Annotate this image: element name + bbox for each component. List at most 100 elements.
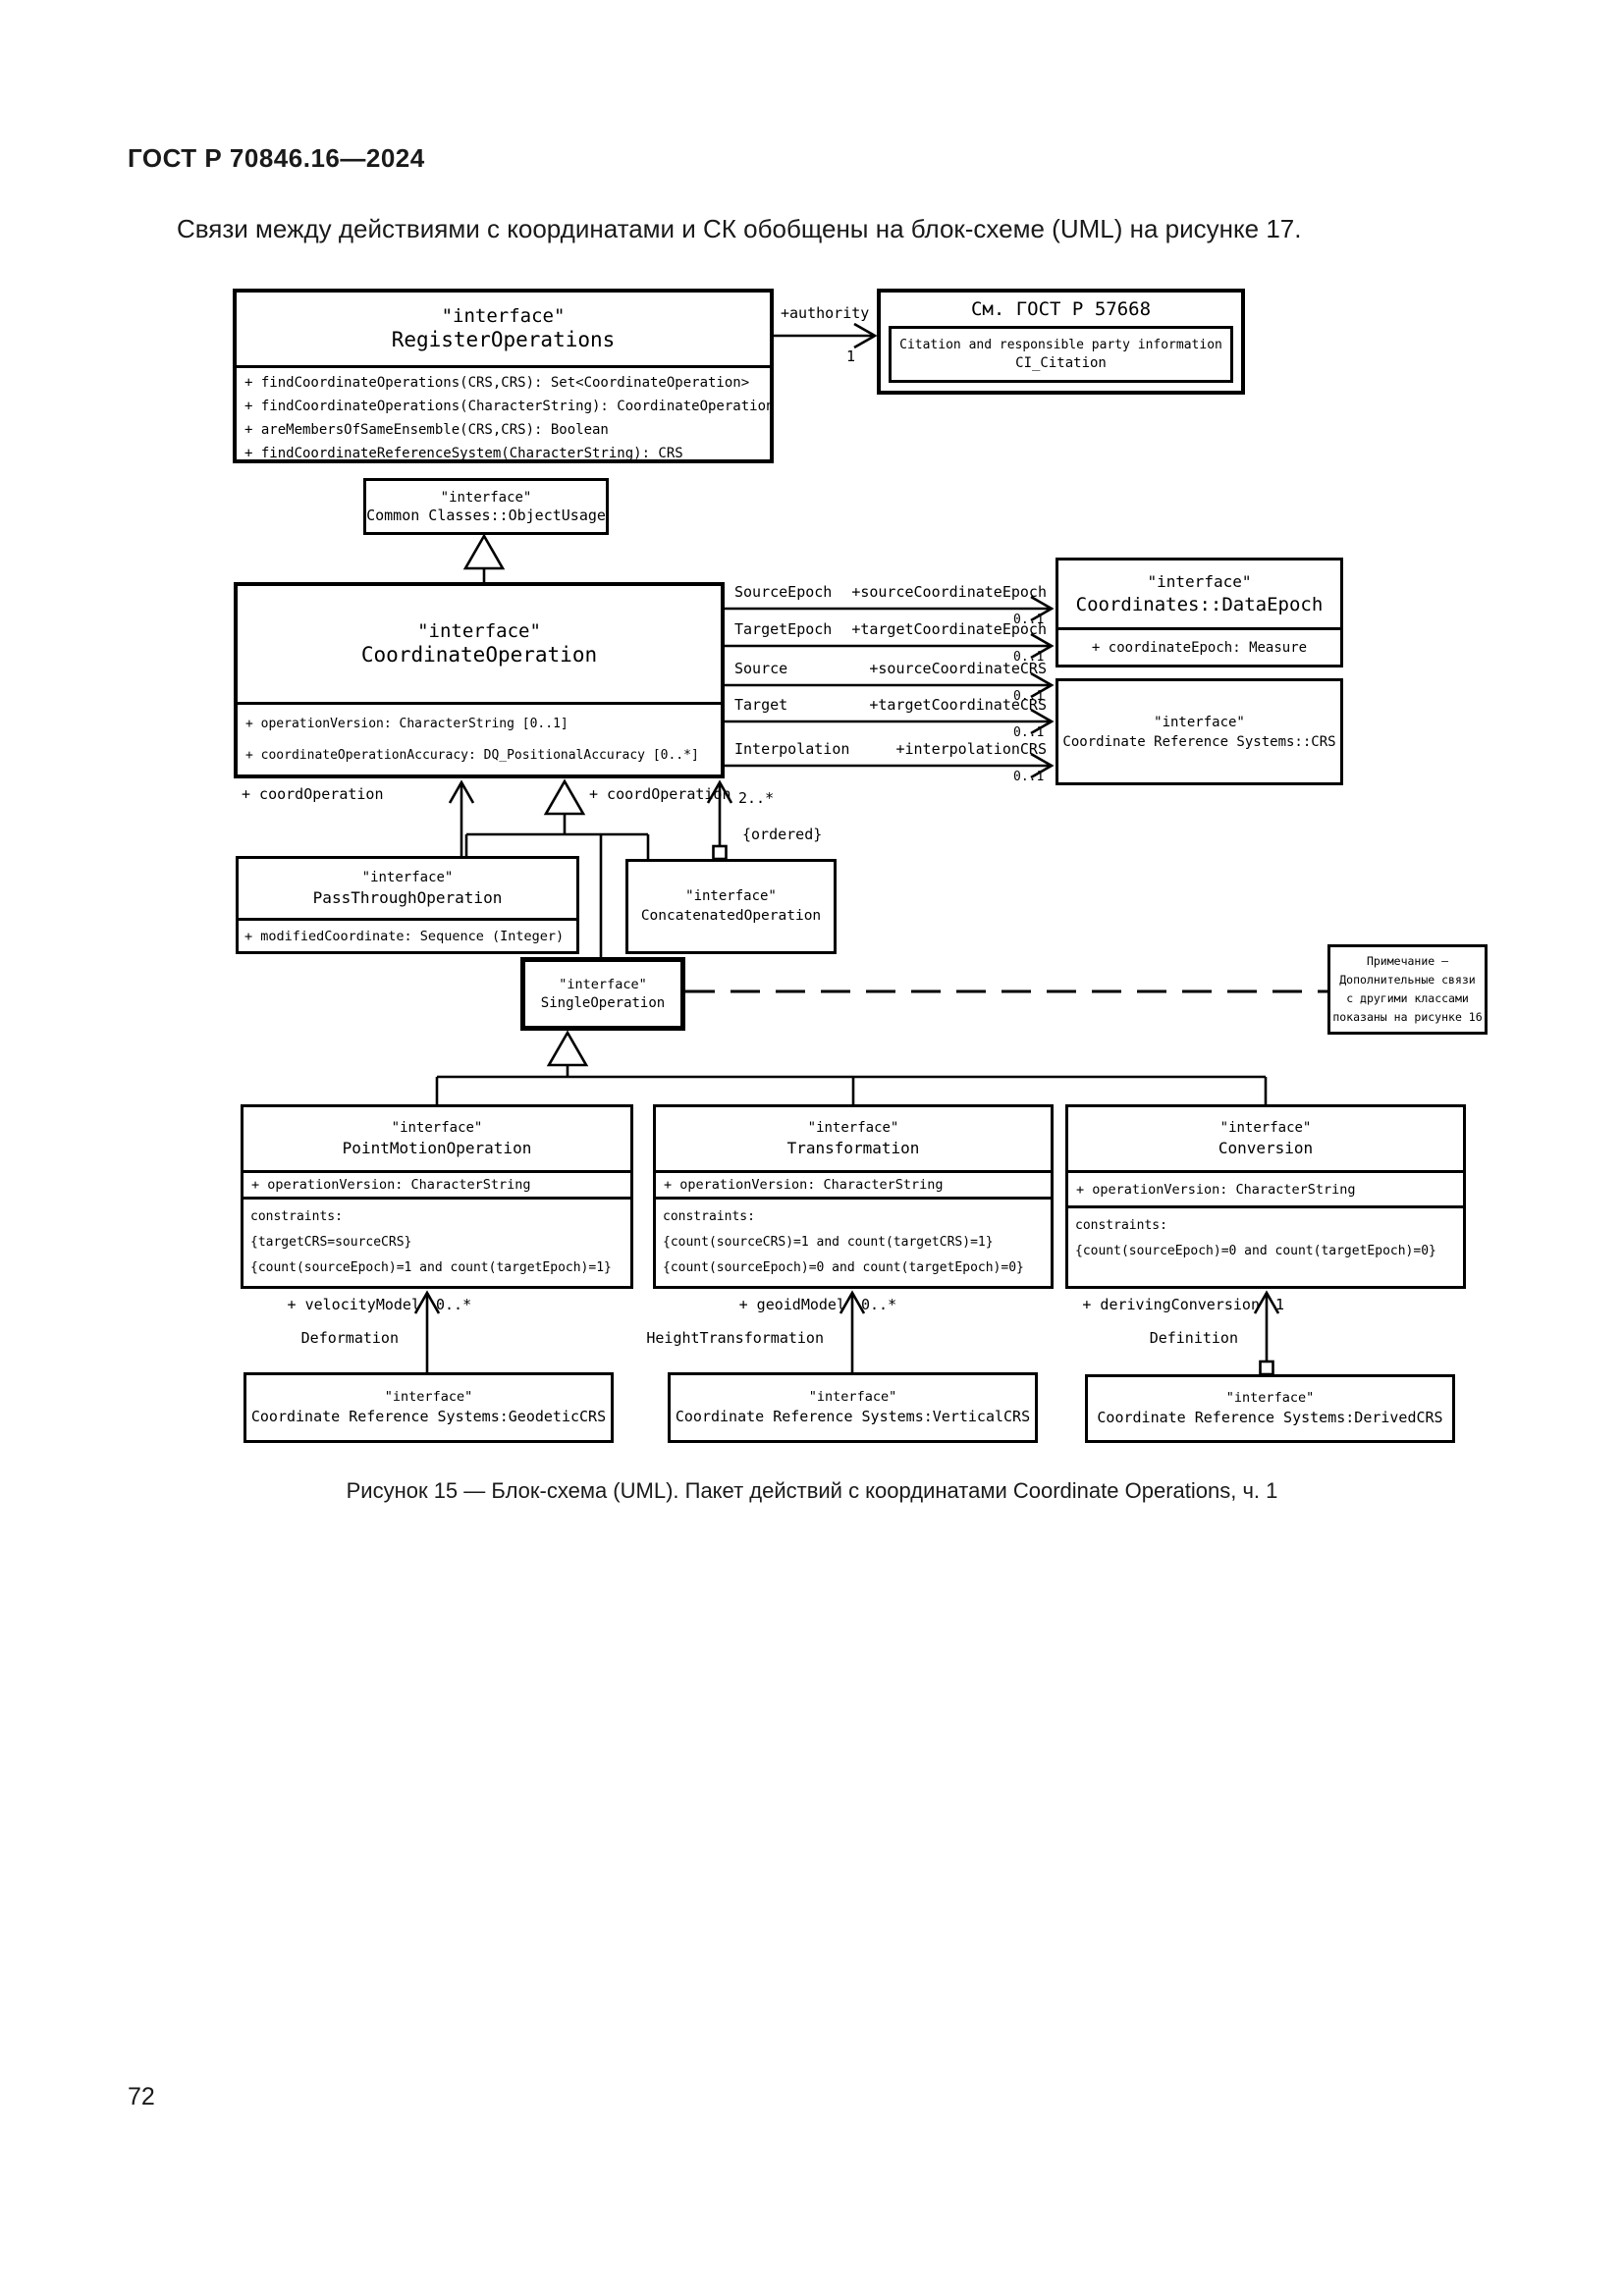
note-line: Примечание —: [1366, 954, 1449, 968]
derivingconversion-mult-label: 1: [1275, 1296, 1285, 1313]
authority-mult-label: 1: [846, 347, 856, 365]
constraint-line: {count(sourceEpoch)=1 and count(targetEp…: [250, 1260, 612, 1275]
constraint-line: {count(sourceEpoch)=0 and count(targetEp…: [1075, 1244, 1436, 1258]
class-derived-crs: "interface" Coordinate Reference Systems…: [1085, 1374, 1455, 1443]
association-name-label: Interpolation: [734, 740, 850, 758]
stereotype-label: "interface": [391, 1120, 483, 1136]
figure-caption: Рисунок 15 — Блок-схема (UML). Пакет дей…: [346, 1478, 1278, 1503]
stereotype-label: "interface": [1154, 714, 1245, 730]
attribute-entry: + modifiedCoordinate: Sequence (Integer): [244, 928, 565, 944]
note-box: Примечание — Дополнительные связи с друг…: [1327, 944, 1488, 1035]
citation-description: Citation and responsible party informati…: [899, 337, 1222, 352]
association-mult-label: 0..1: [1013, 650, 1045, 665]
association-role-label: +sourceCoordinateCRS: [869, 660, 1047, 677]
attribute-entry: + operationVersion: CharacterString: [251, 1177, 531, 1193]
ordered-constraint-label: {ordered}: [742, 826, 823, 843]
class-name: Coordinate Reference Systems:DerivedCRS: [1097, 1409, 1443, 1426]
constraint-line: constraints:: [250, 1209, 343, 1224]
class-name: Transformation: [786, 1139, 920, 1157]
class-name: Coordinate Reference Systems:GeodeticCRS: [250, 1408, 607, 1425]
class-name: SingleOperation: [540, 994, 666, 1011]
class-name: Conversion: [1218, 1139, 1314, 1157]
constraint-line: {count(sourceEpoch)=0 and count(targetEp…: [663, 1260, 1024, 1275]
note-line: с другими классами: [1346, 991, 1469, 1005]
stereotype-label: "interface": [440, 489, 532, 506]
association-mult-label: 0..1: [1013, 725, 1045, 740]
page-header: ГОСТ Р 70846.16—2024: [128, 143, 425, 173]
class-transformation: "interface" Transformation + operationVe…: [653, 1104, 1054, 1289]
association-role-label: +targetCoordinateEpoch: [851, 620, 1047, 638]
association-role-label: +targetCoordinateCRS: [869, 696, 1047, 714]
class-point-motion-operation: "interface" PointMotionOperation + opera…: [241, 1104, 633, 1289]
class-object-usage: "interface" Common Classes::ObjectUsage: [363, 478, 609, 535]
coordoperation-role-label: + coordOperation: [589, 785, 731, 803]
stereotype-label: "interface": [1219, 1120, 1312, 1136]
passthrough-coordoperation-association: [448, 779, 475, 856]
velocitymodel-role-label: + velocityModel: [287, 1296, 420, 1313]
stereotype-label: "interface": [441, 305, 566, 327]
derivingconversion-role-label: + derivingConversion: [1082, 1296, 1260, 1313]
class-name: RegisterOperations: [391, 328, 616, 351]
class-name: Coordinate Reference Systems::CRS: [1062, 733, 1336, 750]
heighttransformation-label: HeightTransformation: [646, 1329, 824, 1347]
constraint-line: constraints:: [663, 1209, 755, 1224]
class-vertical-crs: "interface" Coordinate Reference Systems…: [668, 1372, 1038, 1443]
association-role-label: +sourceCoordinateEpoch: [851, 583, 1047, 601]
velocitymodel-mult-label: 0..*: [436, 1296, 472, 1313]
class-geodetic-crs: "interface" Coordinate Reference Systems…: [244, 1372, 614, 1443]
attribute-entry: + operationVersion: CharacterString: [664, 1177, 944, 1193]
association-mult-label: 0..1: [1013, 770, 1045, 784]
stereotype-label: "interface": [384, 1389, 473, 1405]
association-name-label: TargetEpoch: [734, 620, 833, 638]
association-mult-label: 0..1: [1013, 613, 1045, 627]
association-name-label: SourceEpoch: [734, 583, 833, 601]
note-line: Дополнительные связи: [1339, 973, 1476, 987]
attribute-entry: + coordinateEpoch: Measure: [1091, 639, 1308, 656]
operation-entry: + findCoordinateOperations(CharacterStri…: [244, 399, 775, 414]
class-single-operation: "interface" SingleOperation: [520, 957, 685, 1031]
citation-class-name: CI_Citation: [1015, 354, 1107, 371]
stereotype-label: "interface": [1225, 1390, 1315, 1406]
attribute-entry: + operationVersion: CharacterString [0..…: [245, 717, 568, 731]
authority-role-label: +authority: [781, 304, 870, 322]
geoidmodel-role-label: + geoidModel: [738, 1296, 845, 1313]
stereotype-label: "interface": [361, 869, 454, 885]
coordoperation-role-label: + coordOperation: [242, 785, 384, 803]
class-name: Common Classes::ObjectUsage: [366, 506, 606, 524]
class-name: Coordinates::DataEpoch: [1075, 594, 1324, 615]
association-name-label: Target: [734, 696, 788, 714]
class-name: ConcatenatedOperation: [640, 908, 822, 924]
operation-entry: + areMembersOfSameEnsemble(CRS,CRS): Boo…: [244, 422, 609, 438]
class-name: CoordinateOperation: [360, 643, 598, 667]
citation-title: См. ГОСТ Р 57668: [970, 298, 1152, 320]
constraint-line: constraints:: [1075, 1218, 1167, 1233]
attribute-entry: + operationVersion: CharacterString: [1076, 1181, 1356, 1198]
uml-diagram: "interface" RegisterOperations + findCoo…: [233, 289, 1488, 1443]
operation-entry: + findCoordinateReferenceSystem(Characte…: [244, 446, 683, 461]
page-number: 72: [128, 2083, 155, 2110]
class-conversion: "interface" Conversion + operationVersio…: [1065, 1104, 1466, 1289]
stereotype-label: "interface": [417, 620, 541, 642]
deformation-label: Deformation: [300, 1329, 399, 1347]
operation-entry: + findCoordinateOperations(CRS,CRS): Set…: [244, 375, 750, 391]
citation-inner-box: Citation and responsible party informati…: [889, 326, 1233, 383]
stereotype-label: "interface": [808, 1389, 897, 1405]
class-name: Coordinate Reference Systems:VerticalCRS: [675, 1408, 1031, 1425]
association-mult-label: 0..1: [1013, 689, 1045, 704]
class-register-operations: "interface" RegisterOperations + findCoo…: [233, 289, 774, 463]
class-ci-citation: См. ГОСТ Р 57668 Citation and responsibl…: [877, 289, 1245, 395]
singleoperation-generalization: [435, 1030, 1268, 1104]
class-name: PassThroughOperation: [312, 887, 503, 907]
association-name-label: Source: [734, 660, 788, 677]
stereotype-label: "interface": [1147, 572, 1252, 591]
stereotype-label: "interface": [559, 976, 647, 992]
class-concatenated-operation: "interface" ConcatenatedOperation: [625, 859, 837, 954]
association-mult-label: 2..*: [738, 789, 775, 807]
constraint-line: {count(sourceCRS)=1 and count(targetCRS)…: [663, 1235, 994, 1250]
constraint-line: {targetCRS=sourceCRS}: [250, 1235, 412, 1250]
intro-paragraph: Связи между действиями с координатами и …: [177, 214, 1302, 243]
association-role-label: +interpolationCRS: [895, 740, 1047, 758]
stereotype-label: "interface": [807, 1120, 899, 1136]
attribute-entry: + coordinateOperationAccuracy: DQ_Positi…: [245, 748, 699, 763]
